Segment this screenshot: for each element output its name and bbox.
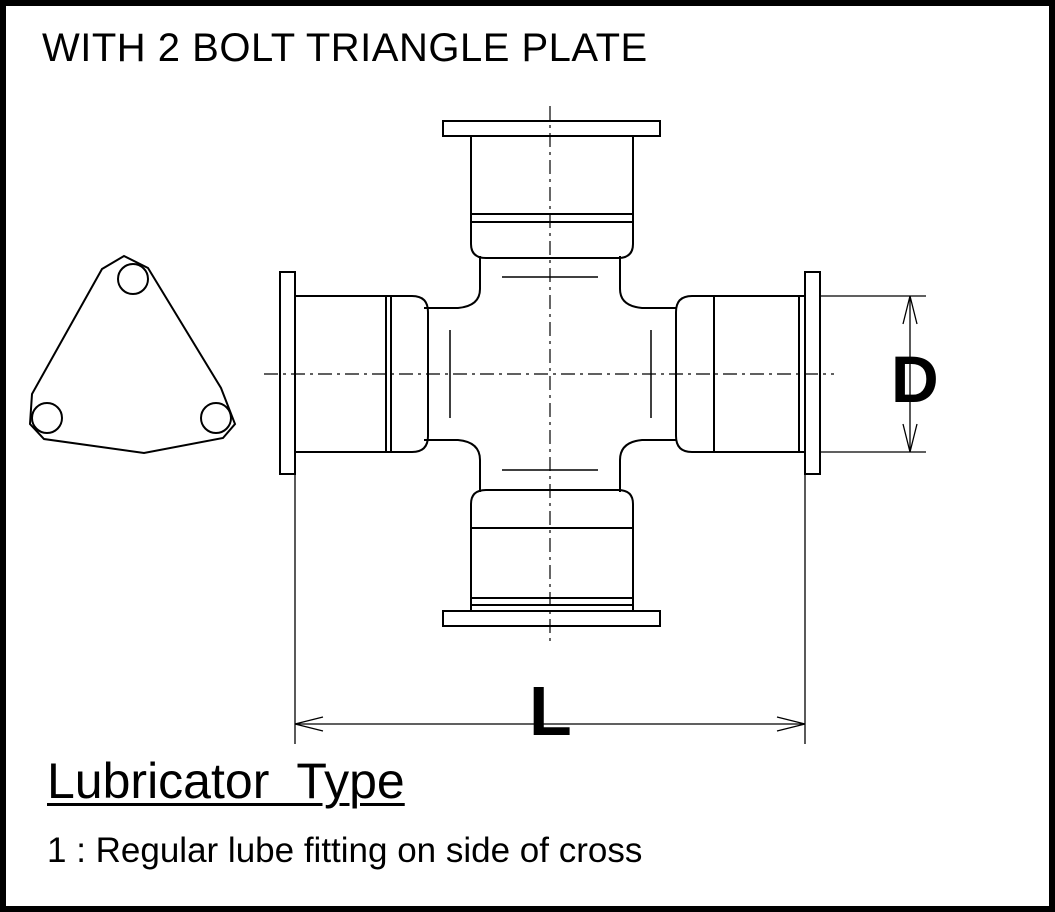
center-lines <box>264 106 834 646</box>
dimension-l <box>294 474 806 744</box>
cross-body <box>424 256 676 492</box>
plate-bolt-hole-right <box>200 402 232 434</box>
dimension-l-arrow-right <box>776 716 806 732</box>
bearing-cap-top <box>442 120 661 259</box>
lubricator-type-item: 1 : Regular lube fitting on side of cros… <box>47 831 643 870</box>
dimension-d <box>820 295 926 453</box>
bearing-cap-right <box>675 271 821 475</box>
triangle-plate-icon <box>28 254 237 455</box>
drawing-title: WITH 2 BOLT TRIANGLE PLATE <box>42 26 648 70</box>
dimension-d-arrow-bottom <box>902 423 918 453</box>
dimension-d-arrow-top <box>902 295 918 325</box>
drawing-frame: WITH 2 BOLT TRIANGLE PLATE <box>6 6 1049 906</box>
lubricator-type-heading: Lubricator Type <box>47 753 405 809</box>
universal-joint-drawing <box>28 106 926 744</box>
dimension-l-label: L <box>529 672 572 750</box>
dimension-l-arrow-left <box>294 716 324 732</box>
plate-bolt-hole-left <box>31 402 63 434</box>
bearing-cap-bottom <box>442 489 661 627</box>
plate-bolt-hole-top <box>117 263 149 295</box>
bearing-cap-left <box>279 271 429 475</box>
dimension-d-label: D <box>891 342 939 416</box>
